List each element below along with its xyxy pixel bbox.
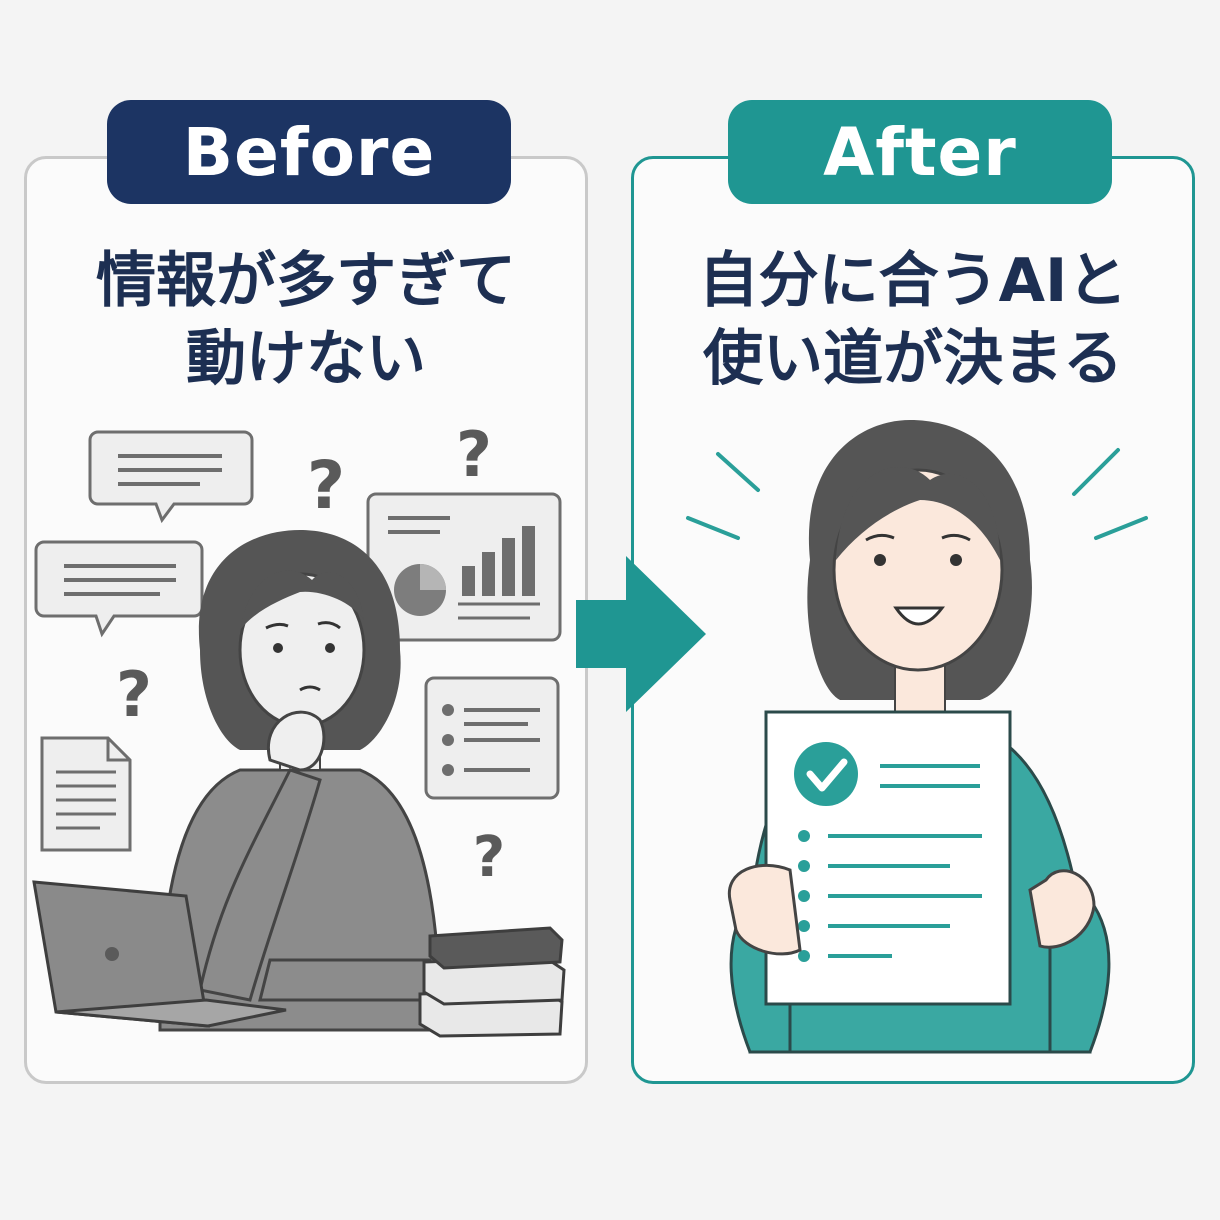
after-label: After bbox=[728, 100, 1112, 204]
worried-woman-figure bbox=[158, 530, 442, 1032]
laptop-icon bbox=[32, 880, 287, 1028]
checklist-card-icon bbox=[424, 676, 560, 800]
chart-card-icon bbox=[366, 492, 562, 642]
before-label: Before bbox=[107, 100, 511, 204]
question-mark-icon: ? bbox=[307, 447, 345, 524]
document-icon bbox=[40, 736, 132, 852]
before-headline: 情報が多すぎて 動けない bbox=[24, 242, 588, 398]
after-headline-line-2: 使い道が決まる bbox=[703, 324, 1123, 394]
hands bbox=[727, 863, 1096, 956]
speech-bubble-icon bbox=[34, 540, 204, 638]
question-mark-icon: ? bbox=[116, 658, 152, 731]
arrow-right-icon bbox=[576, 556, 706, 712]
question-mark-icon: ? bbox=[456, 418, 492, 491]
sparkle-lines-right bbox=[1072, 448, 1148, 540]
after-headline: 自分に合うAIと 使い道が決まる bbox=[631, 242, 1195, 398]
book-stack-icon bbox=[418, 926, 566, 1038]
question-mark-icon: ? bbox=[473, 825, 505, 890]
checklist-document-icon bbox=[764, 710, 1012, 1006]
before-headline-line-2: 動けない bbox=[186, 324, 426, 394]
after-headline-line-1: 自分に合うAIと bbox=[698, 246, 1128, 316]
before-headline-line-1: 情報が多すぎて bbox=[96, 246, 516, 316]
check-circle-icon bbox=[794, 742, 858, 806]
speech-bubble-icon bbox=[88, 430, 254, 524]
sparkle-lines-left bbox=[686, 452, 760, 540]
